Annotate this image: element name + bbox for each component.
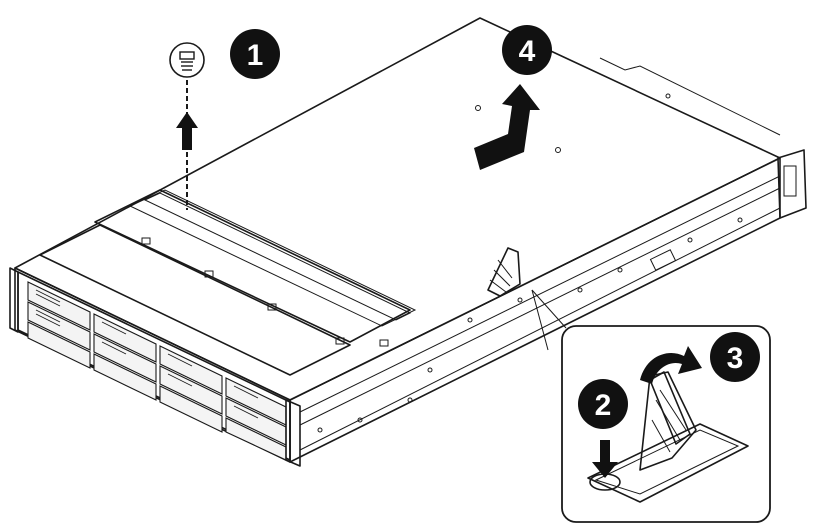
rotate-arrow-icon	[640, 346, 702, 384]
step-2-badge	[578, 379, 628, 429]
press-down-arrow-icon	[592, 440, 618, 478]
slide-arrow-icon	[474, 84, 540, 170]
step-1-number: 1	[247, 39, 264, 72]
drive-cage-panel	[39, 189, 417, 376]
step-1-group: 1	[169, 29, 280, 210]
step-2-number: 2	[595, 389, 612, 422]
step-3-number: 3	[727, 342, 744, 375]
lift-up-arrow-icon	[176, 112, 198, 150]
server-chassis	[14, 17, 807, 463]
latch-detail-callout: 2 3	[561, 325, 771, 523]
step-4-badge	[502, 25, 552, 75]
callout-leader	[531, 289, 567, 351]
step-4-group: 4	[474, 25, 552, 170]
cover-latch	[487, 247, 521, 297]
front-drive-bays	[9, 267, 301, 467]
step-4-number: 4	[519, 35, 536, 68]
screw-icon	[169, 42, 205, 78]
step-1-badge	[230, 29, 280, 79]
step-3-badge	[710, 332, 760, 382]
